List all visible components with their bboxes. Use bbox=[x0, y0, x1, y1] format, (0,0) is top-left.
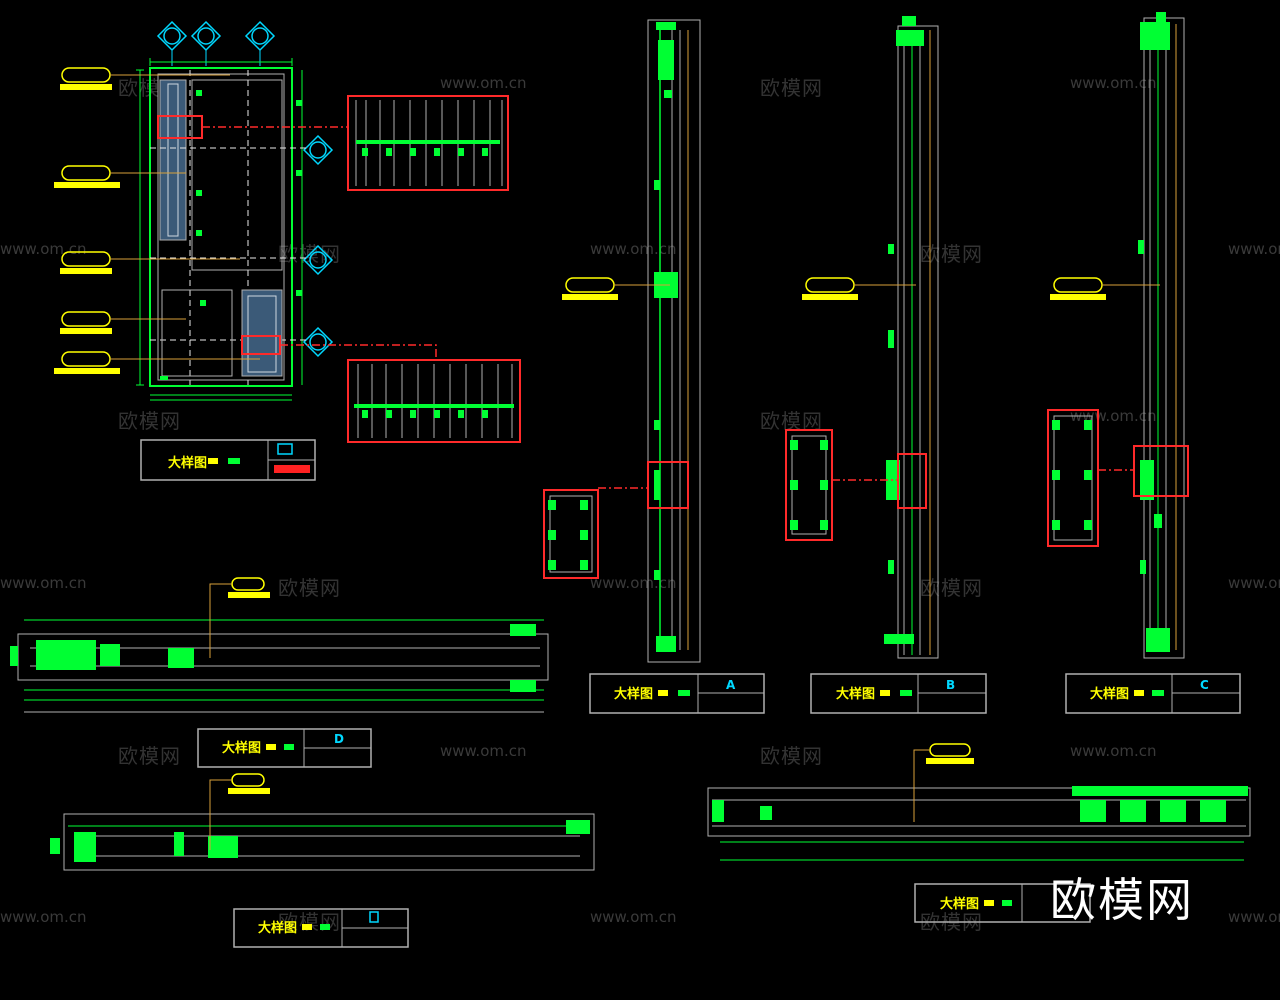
material-label-tag bbox=[60, 67, 230, 90]
watermark-site-name: 欧模网 bbox=[278, 576, 341, 600]
watermark-url: www.om.cn bbox=[1228, 574, 1280, 592]
watermark-url: www.om.cn bbox=[590, 240, 677, 258]
section-marker-icon: A bbox=[726, 678, 736, 692]
hardware-markers bbox=[160, 90, 302, 380]
section-e-drawing bbox=[50, 773, 595, 871]
material-label-tag bbox=[209, 773, 270, 850]
brand-logo: 欧模网 bbox=[1050, 873, 1194, 927]
axis-marker-icon bbox=[190, 20, 222, 66]
title-block: 大样图 D bbox=[197, 728, 372, 768]
axis-marker-icon bbox=[302, 244, 334, 276]
title-block: 大样图 C bbox=[1065, 673, 1241, 714]
watermark-site-name: 欧模网 bbox=[118, 409, 181, 433]
watermark-site-name: 欧模网 bbox=[760, 76, 823, 100]
axis-marker-icon bbox=[302, 134, 334, 166]
watermark-site-name: 欧模网 bbox=[760, 744, 823, 768]
watermark-site-name: 欧模网 bbox=[118, 744, 181, 768]
title-block: 大样图 A bbox=[589, 673, 765, 714]
material-label-tag bbox=[802, 277, 916, 300]
title-block-text: 大样图 bbox=[836, 686, 875, 702]
front-elevation-grid-icon bbox=[277, 443, 293, 455]
section-b-drawing bbox=[785, 16, 939, 659]
material-label-tag bbox=[209, 577, 270, 658]
sheet-number bbox=[274, 465, 310, 473]
watermark-url: www.om.cn bbox=[0, 574, 87, 592]
watermark-url: www.om.cn bbox=[1070, 74, 1157, 92]
section-d-drawing bbox=[10, 577, 549, 713]
watermark-url: www.om.cn bbox=[1228, 240, 1280, 258]
detail-enlargement bbox=[1047, 409, 1099, 547]
dimension-lines bbox=[136, 58, 303, 401]
watermark-url: www.om.cn bbox=[1228, 908, 1280, 926]
detail-callout-box bbox=[647, 461, 689, 509]
section-marker-icon bbox=[369, 911, 379, 923]
title-block: 大样图 bbox=[140, 439, 316, 481]
watermark-url: www.om.cn bbox=[440, 74, 527, 92]
axis-marker-icon bbox=[244, 20, 276, 66]
section-marker-icon: D bbox=[334, 732, 344, 746]
detail-callout-box bbox=[897, 453, 927, 509]
material-label-tag bbox=[562, 277, 670, 300]
material-label-tag bbox=[1050, 277, 1160, 300]
material-label-tag bbox=[60, 251, 240, 274]
title-block-text: 大样图 bbox=[258, 920, 297, 936]
title-block-text: 大样图 bbox=[1090, 686, 1129, 702]
material-label-tag bbox=[60, 311, 186, 334]
axis-marker-icon bbox=[156, 20, 188, 66]
title-block-text: 大样图 bbox=[614, 686, 653, 702]
title-block-text: 大样图 bbox=[168, 455, 207, 471]
stile-panel bbox=[159, 79, 187, 241]
material-label-tag bbox=[54, 165, 186, 188]
section-f-drawing bbox=[707, 743, 1251, 861]
watermark-url: www.om.cn bbox=[0, 908, 87, 926]
lower-panel bbox=[241, 289, 283, 377]
detail-enlargement bbox=[347, 359, 521, 443]
material-label-tag bbox=[913, 743, 974, 822]
title-block-text: 大样图 bbox=[222, 740, 261, 756]
watermark-url: www.om.cn bbox=[590, 908, 677, 926]
title-block: 大样图 B bbox=[810, 673, 987, 714]
axis-marker-icon bbox=[302, 326, 334, 358]
upper-panel bbox=[191, 79, 283, 271]
detail-enlargement bbox=[543, 489, 599, 579]
detail-callout-box bbox=[1133, 445, 1189, 497]
section-marker-icon: C bbox=[1200, 678, 1209, 692]
title-block: 大样图 bbox=[233, 908, 409, 948]
front-elevation-drawing bbox=[54, 20, 521, 443]
section-a-drawing bbox=[543, 19, 701, 663]
section-c-drawing bbox=[1047, 12, 1189, 659]
door-frame-outline bbox=[149, 67, 293, 387]
title-block: 大样图 bbox=[914, 883, 1091, 923]
detail-enlargement bbox=[785, 429, 833, 541]
title-block-text: 大样图 bbox=[940, 896, 979, 912]
watermark-url: www.om.cn bbox=[440, 742, 527, 760]
material-label-tag bbox=[54, 351, 260, 374]
section-marker-icon: B bbox=[946, 678, 955, 692]
watermark-url: www.om.cn bbox=[1070, 742, 1157, 760]
detail-enlargement bbox=[347, 95, 509, 191]
